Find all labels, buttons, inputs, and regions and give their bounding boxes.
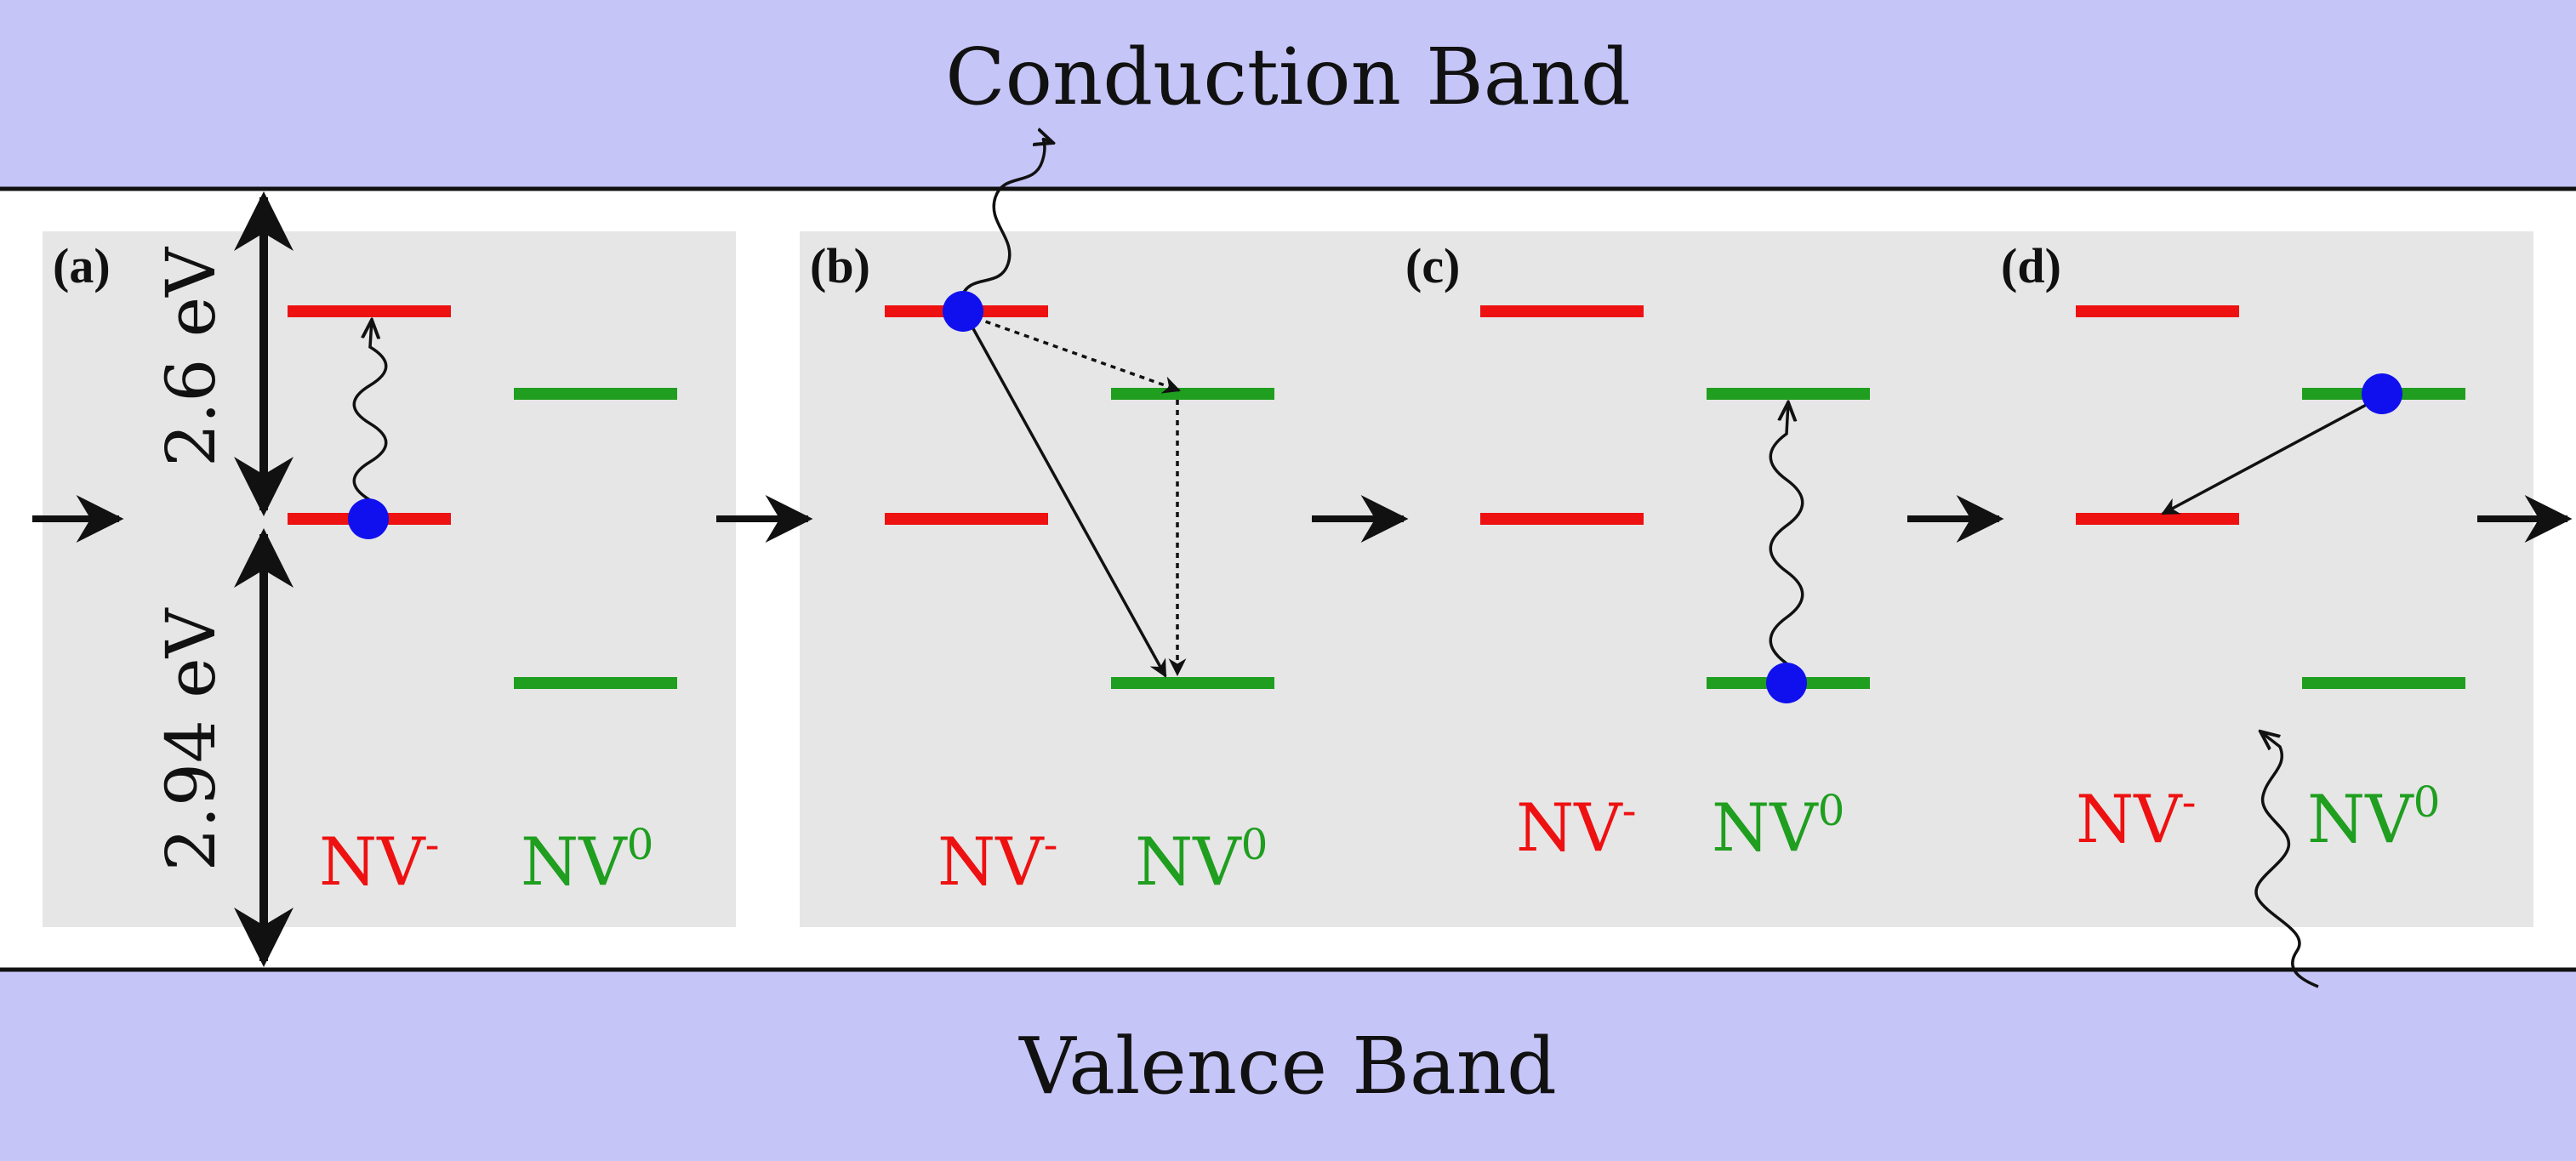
panel-b-nv-minus-label: NV-: [938, 820, 1058, 901]
panel-a: [43, 231, 736, 927]
panel-b-dotted-arrow-to-nv-zero-excited: [966, 313, 1181, 394]
valence-band-label: Valence Band: [1018, 1021, 1557, 1112]
panel-a-label: (a): [53, 238, 111, 293]
panel-b: [800, 231, 1493, 927]
panel-b-label: (b): [810, 238, 870, 293]
panel-c-label: (c): [1405, 238, 1460, 293]
panel-c-nv-zero-label: NV0: [1712, 786, 1844, 867]
panel-b-electron: [943, 291, 983, 332]
conduction-band: [0, 0, 2576, 189]
panel-b-solid-arrow-to-nv-zero-ground: [965, 316, 1167, 678]
lower-gap-label: 2.94 eV: [151, 607, 231, 871]
panel-d-nv-minus-label: NV-: [2076, 777, 2197, 858]
panel-d-recombination-arrow: [2161, 395, 2383, 515]
panel-b-ionizing-photon: [960, 139, 1053, 299]
panel-a-photon-wavy-arrow: [352, 320, 388, 502]
panel-a-nv-minus-label: NV-: [319, 820, 440, 901]
panel-c-photon-wavy-arrow: [1769, 402, 1804, 665]
valence-band: [0, 970, 2576, 1161]
panel-d-electron: [2362, 373, 2402, 414]
panel-d-nv-zero-label: NV0: [2307, 777, 2440, 858]
panel-d-hole-capture-wavy: [2254, 731, 2319, 988]
panel-c-nv-minus-label: NV-: [1516, 786, 1637, 867]
panel-b-nv-zero-label: NV0: [1135, 820, 1268, 901]
panel-c: [1395, 231, 2089, 927]
panel-a-nv-zero-label: NV0: [521, 820, 653, 901]
conduction-band-label: Conduction Band: [945, 31, 1631, 122]
upper-gap-label: 2.6 eV: [151, 247, 231, 467]
panel-d-label: (d): [2001, 238, 2061, 293]
panel-a-electron: [348, 498, 389, 539]
panel-d: [1991, 231, 2533, 927]
panel-c-electron: [1766, 663, 1807, 703]
